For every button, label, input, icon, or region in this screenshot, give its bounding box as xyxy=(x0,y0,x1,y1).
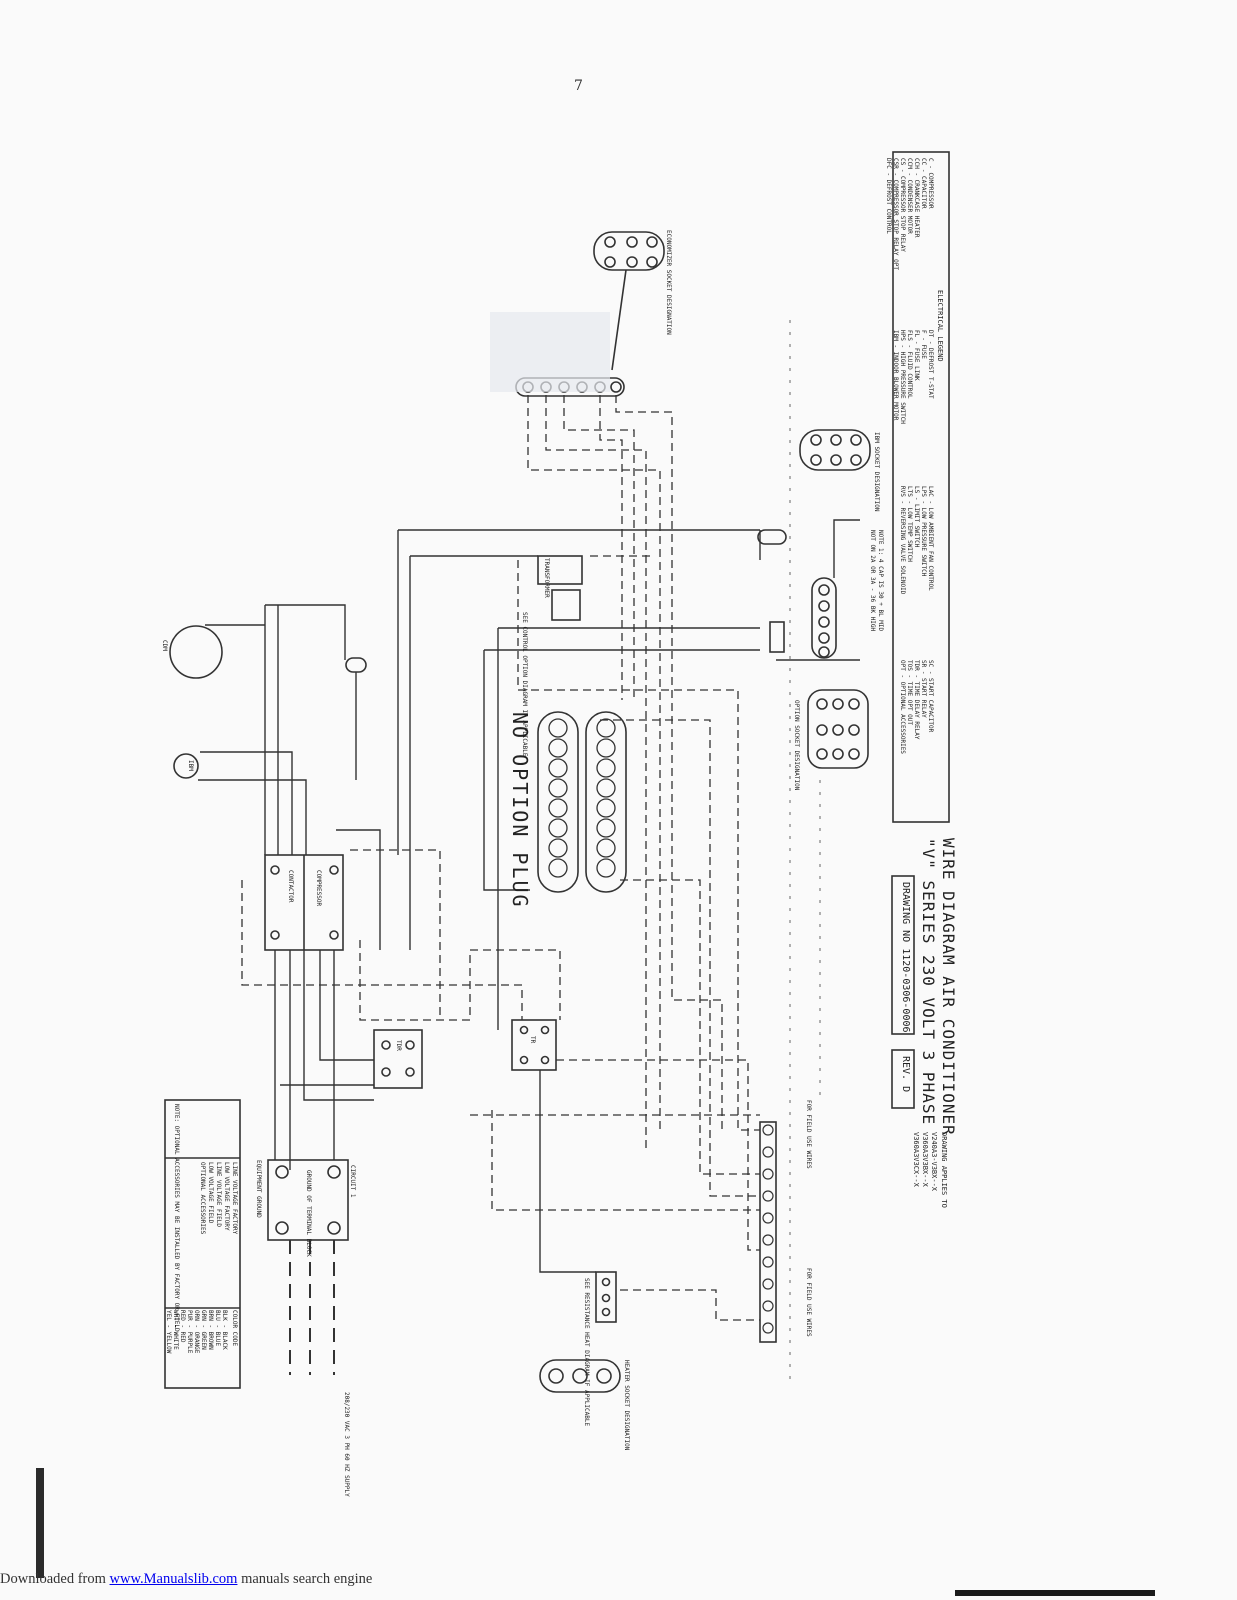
color-code-box xyxy=(164,1099,241,1389)
tdr-label: TDR xyxy=(395,1040,402,1051)
manualslib-link[interactable]: www.Manualslib.com xyxy=(109,1571,238,1587)
legend-c4-1: SR - START RELAY xyxy=(920,660,927,718)
page-number: 7 xyxy=(574,78,583,94)
drawing-number: DRAWING NO 1120-0306-0006 xyxy=(900,882,911,1033)
compressor-label: COMPRESSOR xyxy=(315,870,322,907)
legend-c1-4: CS - COMPRESSOR STOP RELAY xyxy=(899,158,906,252)
legend-c1-6: DFC - DEFROST CONTROL xyxy=(885,158,892,234)
see-control-label: SEE CONTROL OPTION DIAGRAM IF APPLICABLE xyxy=(521,612,528,757)
legend-c1-5: CSR - COMPRESSOR STOP RELAY OPT xyxy=(892,158,899,270)
legend-c2-5: IBM - INDOOR BLOWER MOTOR xyxy=(892,330,899,421)
ibm-motor xyxy=(173,753,199,779)
legend-c2-1: F - FUSE xyxy=(920,330,927,359)
color-note-5: NOTE: OPTIONAL ACCESSORIES MAY BE INSTAL… xyxy=(173,1104,180,1332)
legend-c4-2: TDR - TIME DELAY RELAY xyxy=(913,660,920,740)
color-row-5: PUR - PURPLE xyxy=(186,1310,193,1354)
footer-suffix: manuals search engine xyxy=(241,1571,373,1587)
equipment-ground-label: EQUIPMENT GROUND xyxy=(255,1160,262,1218)
tdr-block xyxy=(373,1029,423,1089)
ibm-socket-label: IBM SOCKET DESIGNATION xyxy=(873,432,880,512)
transformer-label: TRANSFORMER xyxy=(543,558,550,598)
legend-c3-2: LS - LIMIT SWITCH xyxy=(913,486,920,548)
legend-c1-0: C - COMPRESSOR xyxy=(927,158,934,209)
no-option-plug-label: NO OPTION PLUG xyxy=(508,712,532,909)
footer-prefix: Downloaded from xyxy=(0,1571,106,1587)
legend-c2-0: DT - DEFROST T-STAT xyxy=(927,330,934,399)
legend-c2-3: FLS - FLUID CONTROL xyxy=(906,330,913,399)
legend-c2-4: HPS - HIGH PRESSURE SWITCH xyxy=(899,330,906,424)
option-socket-label: OPTION SOCKET DESIGNATION xyxy=(793,700,800,791)
legend-c3-1: LPS - LOW PRESSURE SWITCH xyxy=(920,486,927,577)
legend-c1-2: CCH - CRANKCASE HEATER xyxy=(913,158,920,238)
cdm-motor xyxy=(169,625,223,679)
note-1: NOTE 1: 4 CAP IS 30 + BL MID xyxy=(877,530,884,632)
legend-c1-3: CCM - CONDENSER MOTOR xyxy=(906,158,913,234)
drawing-applies-heading: DRAWING APPLIES TO xyxy=(940,1132,948,1208)
terminal-strip xyxy=(759,1121,777,1343)
terminal-block-label: GROUND OF TERMINAL BLOCK xyxy=(305,1170,312,1257)
model-3: V360A3V3CX--X xyxy=(912,1132,920,1187)
heater-socket xyxy=(539,1359,621,1393)
color-note-0: LINE VOLTAGE FACTORY xyxy=(231,1162,238,1235)
download-footer: Downloaded from www.Manualslib.com manua… xyxy=(0,1571,372,1591)
ibm-socket xyxy=(799,429,871,471)
legend-c4-3: TOS - TIME OPT OUT xyxy=(906,660,913,726)
color-note-4: OPTIONAL ACCESSORIES xyxy=(199,1162,206,1235)
tr-label: TR xyxy=(529,1036,536,1044)
legend-c3-4: RVS - REVERSING VALVE SOLENOID xyxy=(899,486,906,595)
for-field-1: FOR FIELD USE WIRES xyxy=(805,1100,812,1169)
ibm-label: IBM xyxy=(187,760,194,771)
legend-c2-2: FL - FUSE LINK xyxy=(913,330,920,381)
legend-c4-4: OPT - OPTIONAL ACCESSORIES xyxy=(899,660,906,754)
cdm-label: CDM xyxy=(161,640,168,651)
title-line-2: "V" SERIES 230 VOLT 3 PHASE xyxy=(919,838,938,1126)
economizer-socket-label: ECONOMIZER SOCKET DESIGNATION xyxy=(665,230,672,335)
color-row-0: BLK - BLACK xyxy=(221,1310,228,1350)
color-row-2: BRN - BROWN xyxy=(207,1310,214,1350)
legend-c1-1: CC - CAPACITOR xyxy=(920,158,927,209)
color-row-8: YEL - YELLOW xyxy=(165,1310,172,1354)
tr-block xyxy=(511,1019,557,1071)
option-socket xyxy=(807,689,869,769)
electrical-legend-box xyxy=(892,151,950,823)
for-field-2: FOR FIELD USE WIRES xyxy=(805,1268,812,1337)
electrical-legend-heading: ELECTRICAL LEGEND xyxy=(936,290,944,362)
legend-c3-3: LTS - LOW TEMP SWITCH xyxy=(906,486,913,562)
legend-c3-0: LAC - LOW AMBIENT FAN CONTROL xyxy=(927,486,934,591)
title-line-1: WIRE DIAGRAM AIR CONDITIONER xyxy=(939,838,958,1136)
circuit-label: CIRCUIT 1 xyxy=(349,1165,356,1198)
note-1b: NOT ON 2A OR 3A - 36 BK HIGH xyxy=(869,530,876,632)
revision: REV. D xyxy=(900,1056,911,1093)
color-note-3: LOW VOLTAGE FIELD xyxy=(207,1162,214,1224)
color-row-4: ORN - ORANGE xyxy=(193,1310,200,1354)
scan-bottom-bar xyxy=(955,1590,1155,1596)
model-1: V240A3-V3BX--X xyxy=(930,1132,938,1192)
color-code-heading: COLOR CODE xyxy=(231,1310,238,1347)
scan-edge-bar xyxy=(36,1468,44,1578)
contactor-label: CONTACTOR xyxy=(287,870,294,903)
color-row-1: BLU - BLUE xyxy=(214,1310,221,1347)
color-note-1: LOW VOLTAGE FACTORY xyxy=(223,1162,230,1231)
transformer xyxy=(537,555,583,585)
see-heater-label: SEE RESISTANCE HEAT DIAGRAM IF APPLICABL… xyxy=(583,1278,590,1427)
supply-label: 208/230 VAC 3 PH 60 HZ SUPPLY xyxy=(343,1392,350,1497)
model-2: V360A3V3BX--X xyxy=(921,1132,929,1187)
legend-c4-0: SC - START CAPACITOR xyxy=(927,660,934,733)
economizer-socket xyxy=(593,231,665,271)
color-row-6: RED - RED xyxy=(179,1310,186,1343)
terminal-block xyxy=(267,1159,349,1241)
heater-socket-label: HEATER SOCKET DESIGNATION xyxy=(623,1360,630,1451)
color-note-2: LINE VOLTAGE FIELD xyxy=(215,1162,222,1228)
color-row-3: GRN - GREEN xyxy=(200,1310,207,1350)
no-option-plug xyxy=(537,711,627,893)
